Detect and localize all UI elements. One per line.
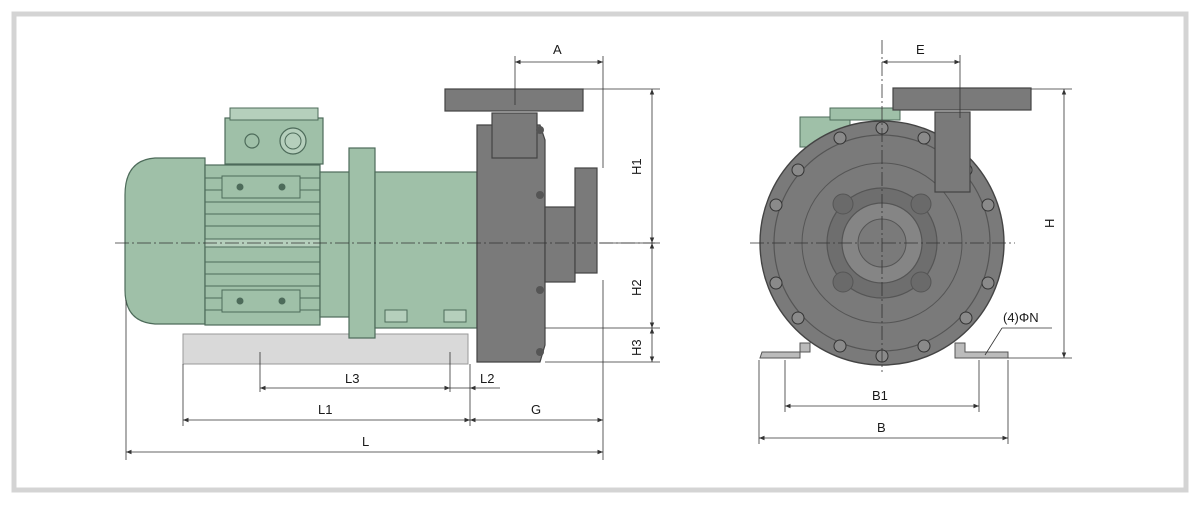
dim-label-l3: L3: [345, 371, 359, 386]
dim-label-l2: L2: [480, 371, 494, 386]
dim-label-n: (4)ΦN: [1003, 310, 1039, 325]
pump-casing: [476, 124, 546, 363]
front-discharge-pipe: [934, 111, 971, 193]
dim-label-l1: L1: [318, 402, 332, 417]
dim-label-l: L: [362, 434, 369, 449]
front-foot-right: [954, 342, 1009, 359]
discharge-flange: [444, 88, 584, 112]
dim-label-b: B: [877, 420, 886, 435]
motor-foot-lower: [221, 289, 301, 313]
front-dimensions: [758, 55, 1072, 444]
suction-nozzle: [544, 206, 576, 283]
motor-adapter: [319, 171, 351, 318]
terminal-box: [224, 117, 324, 165]
base-plate: [182, 333, 469, 365]
dim-label-e: E: [916, 42, 925, 57]
motor-fan-cover: [124, 157, 206, 325]
dim-label-h2: H2: [629, 279, 644, 296]
front-discharge-flange: [892, 87, 1032, 111]
front-foot-left: [759, 342, 811, 359]
suction-flange: [574, 167, 598, 274]
cable-gland: [279, 127, 307, 155]
terminal-box-lid: [229, 107, 319, 121]
dim-label-b1: B1: [872, 388, 888, 403]
side-view: [115, 88, 655, 365]
dim-label-g: G: [531, 402, 541, 417]
dim-label-h1: H1: [629, 158, 644, 175]
bearing-housing: [374, 171, 478, 329]
outer-frame: [11, 11, 1189, 493]
dim-label-a: A: [553, 42, 562, 57]
discharge-nozzle: [491, 112, 538, 159]
terminal-screw: [244, 133, 260, 149]
front-view: [750, 40, 1032, 372]
dim-label-h3: H3: [629, 339, 644, 356]
motor-foot-upper: [221, 175, 301, 199]
dim-label-h: H: [1042, 219, 1057, 228]
side-dimensions: [125, 56, 660, 460]
